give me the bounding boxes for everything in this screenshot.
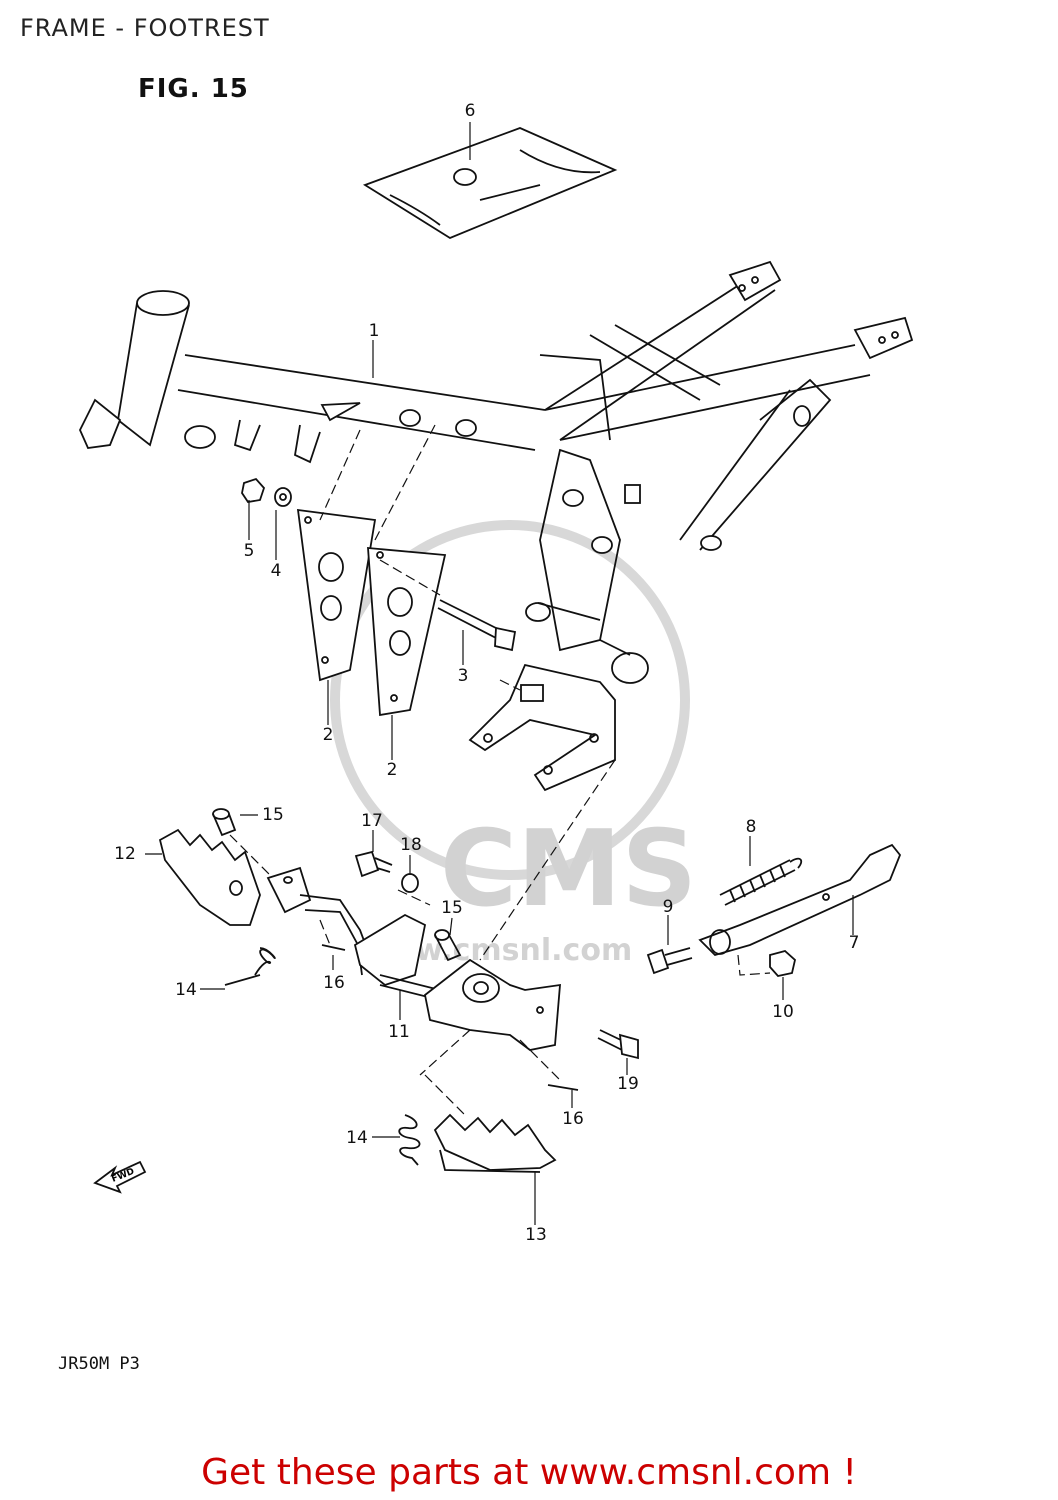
callout-1: 1 — [368, 321, 380, 341]
part-16-cotter-right — [547, 1084, 579, 1091]
callout-19: 19 — [617, 1074, 639, 1094]
part-11-footrest-bar — [266, 866, 561, 1051]
part-10-nut — [769, 950, 796, 977]
figure-code: JR50M P3 — [58, 1354, 140, 1374]
part-6-bag — [362, 127, 618, 240]
part-2-plates — [296, 508, 447, 717]
callout-16-right: 16 — [562, 1109, 584, 1129]
part-13-footpeg-right — [433, 1113, 557, 1173]
part-14-spring-right — [398, 1114, 421, 1166]
part-4-washer — [274, 487, 292, 507]
page-title: FRAME - FOOTREST — [20, 14, 270, 42]
callout-14-left: 14 — [175, 980, 197, 1000]
callout-7: 7 — [848, 933, 860, 953]
part-16-cotter-left — [321, 944, 346, 951]
callout-3: 3 — [457, 666, 469, 686]
callout-8: 8 — [745, 817, 757, 837]
fwd-arrow-icon: FWD — [93, 1160, 147, 1194]
callout-4: 4 — [270, 561, 282, 581]
callout-12: 12 — [114, 844, 136, 864]
part-9-bolt — [646, 947, 693, 975]
callout-17: 17 — [361, 811, 383, 831]
part-17-bolt — [354, 850, 393, 878]
footer-link[interactable]: Get these parts at www.cmsnl.com ! — [201, 1452, 857, 1493]
part-18-washer — [401, 873, 419, 893]
callout-leaders — [145, 122, 854, 1225]
callout-9: 9 — [662, 897, 674, 917]
part-1-frame — [79, 260, 914, 792]
callout-15-left: 15 — [262, 805, 284, 825]
part-15-pin-right — [434, 929, 462, 962]
callout-10: 10 — [772, 1002, 794, 1022]
callout-18: 18 — [400, 835, 422, 855]
watermark-text: CMS — [440, 808, 697, 930]
callout-15-right: 15 — [441, 898, 463, 918]
part-19-bolt — [597, 1029, 639, 1060]
callout-2-right: 2 — [386, 760, 398, 780]
figure-label: FIG. 15 — [138, 74, 249, 104]
callout-2-left: 2 — [322, 725, 334, 745]
callout-5: 5 — [243, 541, 255, 561]
part-5-nut — [241, 477, 266, 503]
callout-16-left: 16 — [323, 973, 345, 993]
part-12-footpeg-left — [158, 828, 261, 926]
callout-11: 11 — [388, 1022, 410, 1042]
part-8-spring — [719, 857, 803, 906]
part-7-side-stand — [698, 843, 902, 957]
part-15-pin-left — [212, 808, 237, 837]
callout-14-right: 14 — [346, 1128, 368, 1148]
part-14-spring-left — [224, 947, 276, 986]
part-3-bolt — [437, 599, 517, 652]
callout-13: 13 — [525, 1225, 547, 1245]
callout-6: 6 — [464, 101, 476, 121]
